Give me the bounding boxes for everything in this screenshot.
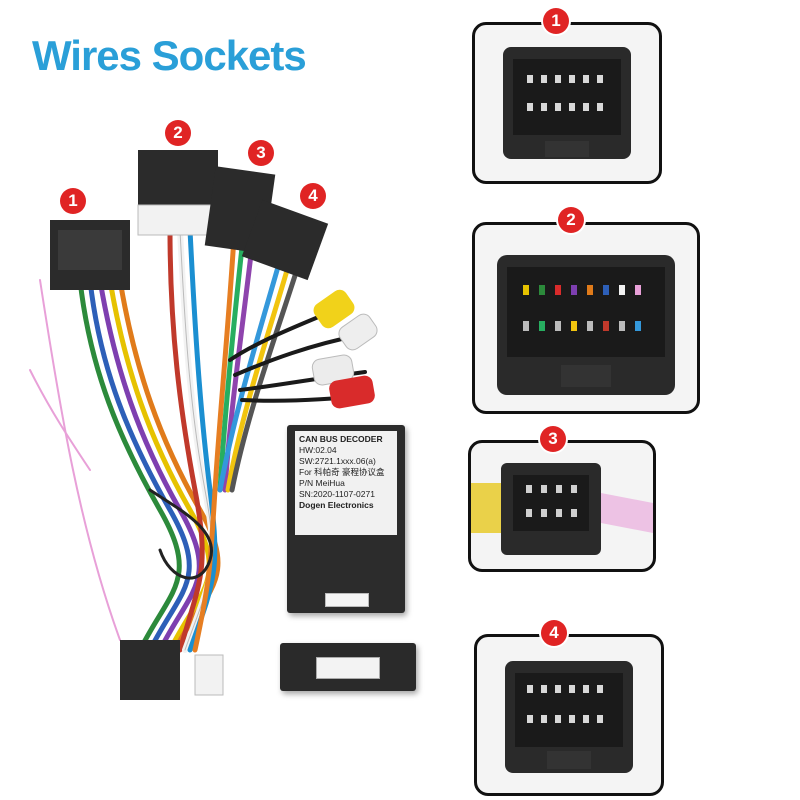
decoder-side-view [280,643,416,691]
harness-badge-1: 1 [60,188,86,214]
harness-badge-3: 3 [248,140,274,166]
socket-panel-2 [472,222,700,414]
panel-badge-1: 1 [543,8,569,34]
decoder-sn: SN:2020-1107-0271 [299,489,375,499]
can-bus-decoder: CAN BUS DECODER HW:02.04 SW:2721.1xxx.06… [287,425,405,613]
socket-panel-3 [468,440,656,572]
decoder-sw: SW:2721.1xxx.06(a) [299,456,376,466]
decoder-maker: Dogen Electronics [299,500,374,510]
harness-badge-2: 2 [165,120,191,146]
decoder-hw: HW:02.04 [299,445,337,455]
decoder-side-port [316,657,380,679]
panel-badge-2: 2 [558,207,584,233]
page-title: Wires Sockets [32,32,307,79]
socket-panel-1 [472,22,662,184]
panel-badge-4: 4 [541,620,567,646]
wiring-harness-image [29,150,378,700]
decoder-port [325,593,369,607]
decoder-for: For 科帕奇 豪程协议盒 [299,467,385,477]
panel-badge-3: 3 [540,426,566,452]
harness-badge-4: 4 [300,183,326,209]
decoder-pn: P/N MeiHua [299,478,345,488]
decoder-title: CAN BUS DECODER [299,434,383,444]
decoder-label: CAN BUS DECODER HW:02.04 SW:2721.1xxx.06… [295,431,397,535]
socket-panel-4 [474,634,664,796]
